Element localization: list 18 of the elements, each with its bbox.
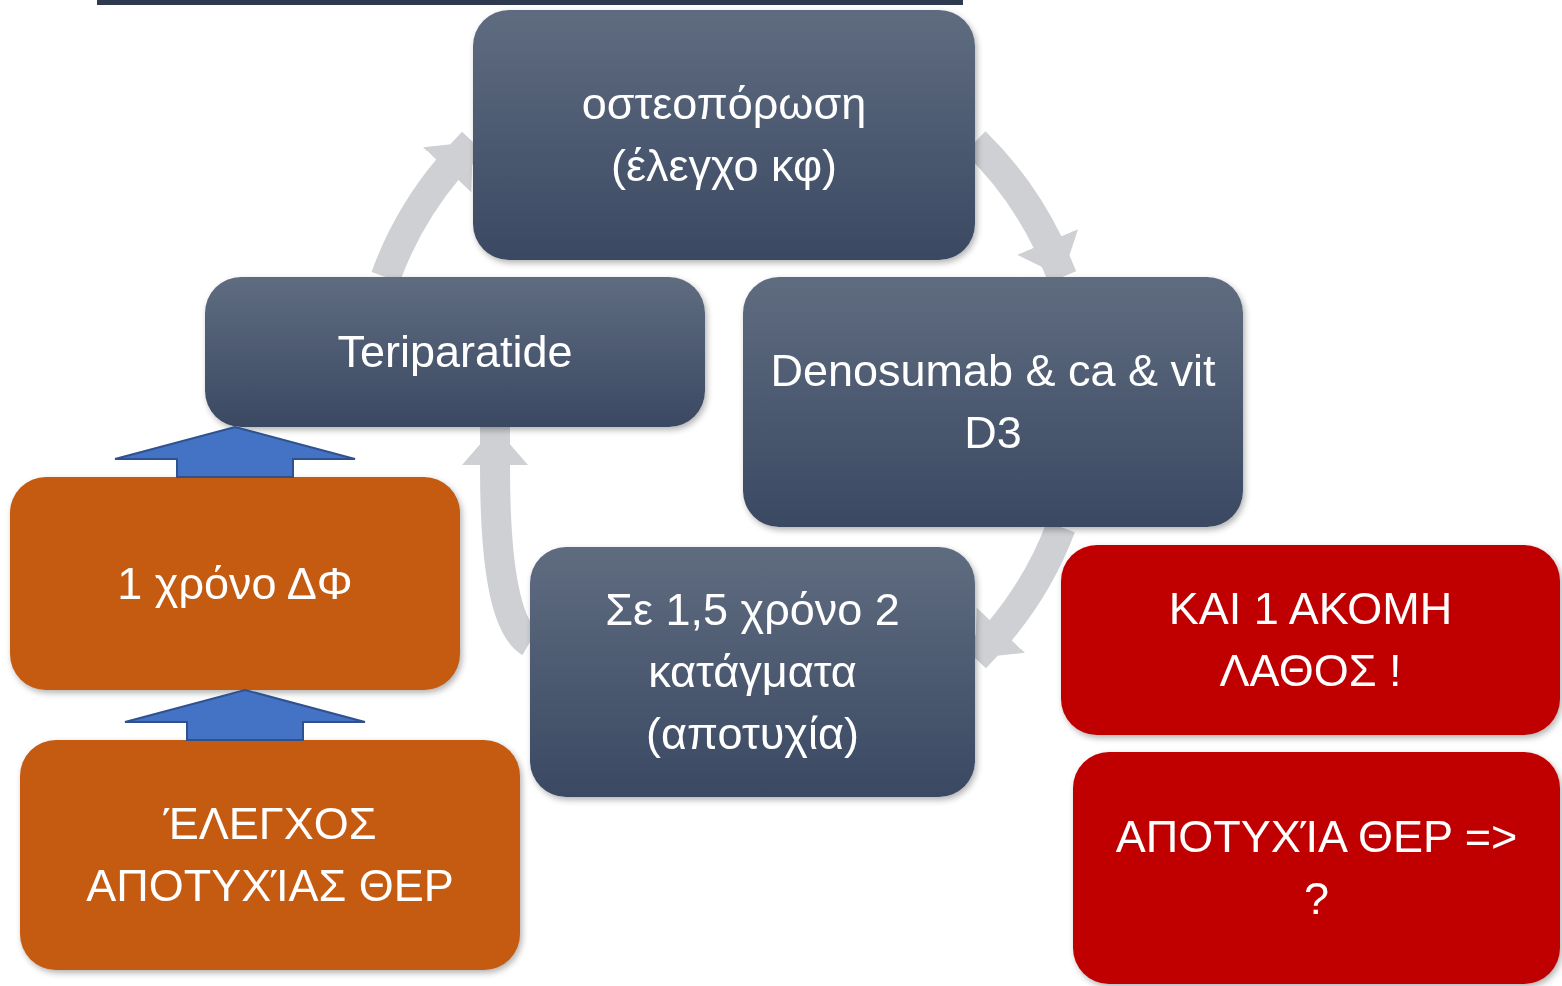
node-text: ΈΛΕΓΧΟΣ ΑΠΟΤΥΧΊΑΣ ΘΕΡ: [85, 797, 455, 913]
step-box: [20, 740, 520, 970]
warning-box: [1061, 545, 1560, 735]
warning-box: [1073, 752, 1560, 984]
process-box: [530, 547, 975, 797]
process-box: [473, 10, 975, 260]
process-box: [743, 277, 1243, 527]
block-arrow: [124, 688, 366, 741]
node-text: οστεοπόρωση (έλεγχο κφ): [580, 77, 868, 193]
node-text: 1 χρόνο ΔΦ: [117, 556, 353, 611]
node-text: ΚΑΙ 1 ΑΚΟΜΗ ΛΑΘΟΣ !: [1167, 582, 1454, 698]
node-text: Denosumab & ca & vit D3: [769, 344, 1217, 460]
node-text: Teriparatide: [337, 325, 573, 379]
step-box: [10, 477, 460, 690]
node-text: Σε 1,5 χρόνο 2 κατάγματα (αποτυχία): [604, 583, 901, 761]
node-text: ΑΠΟΤΥΧΊΑ ΘΕΡ => ?: [1114, 810, 1519, 926]
block-arrow: [114, 425, 356, 478]
process-box: [205, 277, 705, 427]
